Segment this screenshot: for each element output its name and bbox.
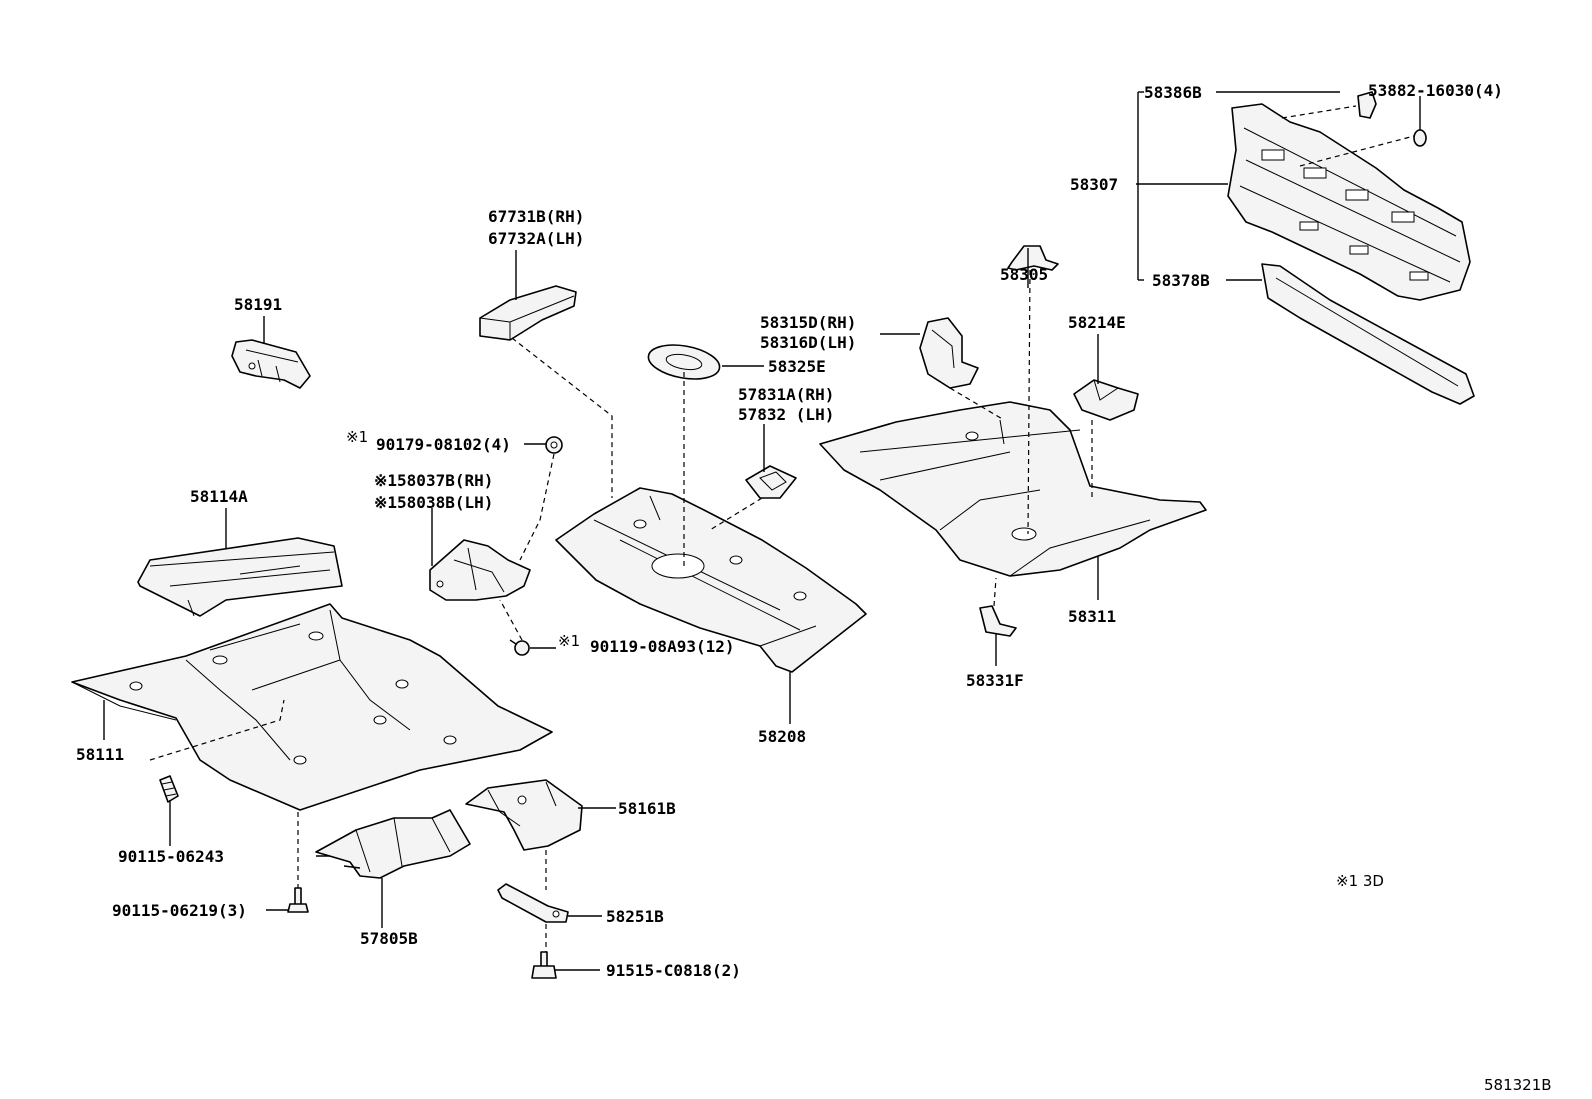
label-58214E: 58214E xyxy=(1068,313,1126,332)
part-53882-clip xyxy=(1357,91,1427,147)
label-58037B: ※158037B(RH) xyxy=(374,471,493,490)
label-90119-mark: ※1 xyxy=(558,632,580,650)
part-90115-06243-stud xyxy=(159,775,179,803)
part-58307-rear-panel xyxy=(1227,103,1471,301)
label-91515: 91515-C0818(2) xyxy=(606,961,741,980)
part-58111-front-floor xyxy=(71,603,553,811)
label-58315D: 58315D(RH) xyxy=(760,313,856,332)
part-58325E-grommet xyxy=(647,344,721,380)
label-90115-06243: 90115-06243 xyxy=(118,847,224,866)
part-58378B-strip xyxy=(1261,263,1475,405)
part-58331F-bracket xyxy=(979,605,1017,637)
label-67731B: 67731B(RH) xyxy=(488,207,584,226)
label-67732A: 67732A(LH) xyxy=(488,229,584,248)
label-57832: 57832 (LH) xyxy=(738,405,834,424)
part-58208-center-floor xyxy=(555,487,867,673)
label-90119: 90119-08A93(12) xyxy=(590,637,735,656)
diagram-id: 581321B xyxy=(1484,1076,1552,1094)
note-3d: ※1 3D xyxy=(1336,872,1384,890)
label-57831A: 57831A(RH) xyxy=(738,385,834,404)
part-57805B-bracket xyxy=(315,809,471,879)
part-58251B-strap xyxy=(497,883,569,923)
part-58114A-crossmember xyxy=(137,537,343,617)
part-58315D-bracket xyxy=(919,317,979,389)
part-58311-rear-floor xyxy=(819,401,1207,577)
label-58378B: 58378B xyxy=(1152,271,1210,290)
label-58111: 58111 xyxy=(76,745,124,764)
phantom-lines xyxy=(149,105,1415,952)
part-58161B-bracket xyxy=(465,779,583,851)
part-58037B-bracket xyxy=(429,539,531,601)
label-58386B: 58386B xyxy=(1144,83,1202,102)
label-58191: 58191 xyxy=(234,295,282,314)
part-58305-bracket xyxy=(1007,245,1059,271)
part-90179-nut xyxy=(545,436,563,454)
label-58251B: 58251B xyxy=(606,907,664,926)
label-58316D: 58316D(LH) xyxy=(760,333,856,352)
label-90179-mark: ※1 xyxy=(346,428,368,446)
label-90179: 90179-08102(4) xyxy=(376,435,511,454)
label-58208: 58208 xyxy=(758,727,806,746)
label-58305: 58305 xyxy=(1000,265,1048,284)
label-58325E: 58325E xyxy=(768,357,826,376)
label-58038B: ※158038B(LH) xyxy=(374,493,493,512)
leader-lines xyxy=(103,91,1421,971)
label-53882: 53882-16030(4) xyxy=(1368,81,1503,100)
part-90115-06219-bolt xyxy=(287,887,309,913)
label-58307: 58307 xyxy=(1070,175,1118,194)
part-57831A-cover xyxy=(745,465,797,499)
part-91515-bolt xyxy=(531,951,557,979)
label-90115-06219: 90115-06219(3) xyxy=(112,901,247,920)
part-90119-bolt xyxy=(509,639,530,656)
label-58331F: 58331F xyxy=(966,671,1024,690)
part-58191-bracket xyxy=(231,339,311,389)
part-labels: 58386B 53882-16030(4) 58307 58378B 67731… xyxy=(76,81,1552,1094)
part-58214E-bracket xyxy=(1073,379,1139,421)
part-67731B-bracket xyxy=(479,285,577,341)
label-58311: 58311 xyxy=(1068,607,1116,626)
label-58161B: 58161B xyxy=(618,799,676,818)
label-57805B: 57805B xyxy=(360,929,418,948)
label-58114A: 58114A xyxy=(190,487,248,506)
